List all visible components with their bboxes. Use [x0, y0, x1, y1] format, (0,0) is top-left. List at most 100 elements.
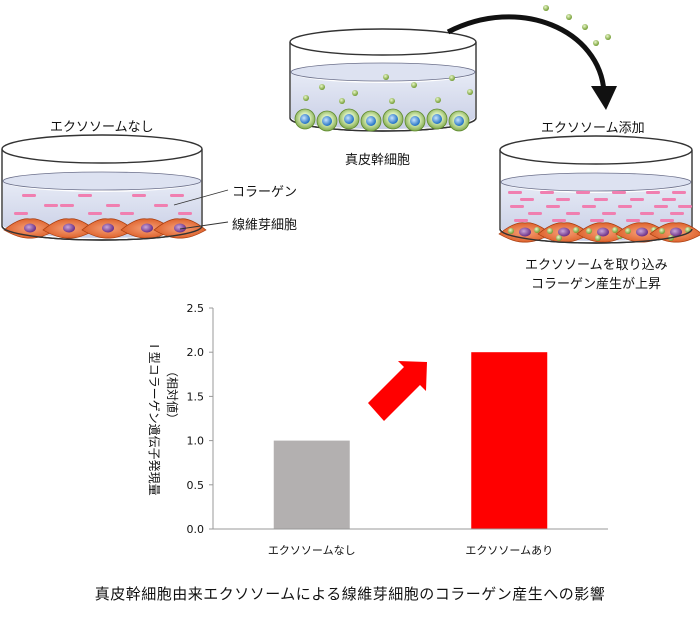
absorbed-exosome — [685, 227, 691, 233]
stem-cell-nucleus — [454, 116, 464, 126]
collagen-fiber — [678, 205, 692, 208]
exosome — [566, 14, 572, 20]
dish-right-label: エクソソーム添加 — [541, 121, 645, 136]
collagen-pointer — [173, 189, 229, 206]
collagen-fiber — [170, 194, 184, 197]
exosome — [582, 24, 588, 30]
collagen-fiber — [646, 191, 660, 194]
fibroblast-pointer — [179, 221, 229, 230]
y-tick-label: 2.5 — [187, 302, 205, 315]
exosomes-in-medium — [303, 74, 473, 104]
collagen-label: コラーゲン — [232, 185, 298, 200]
fibroblast-nucleus — [636, 227, 648, 237]
x-tick-label: エクソソームあり — [465, 544, 553, 557]
stem-cell-nucleus — [322, 116, 332, 126]
dish-top-label: 真皮幹細胞 — [345, 153, 411, 168]
dish-left-label: エクソソームなし — [50, 120, 154, 135]
exosome — [383, 74, 389, 80]
stem-cell-nucleus — [366, 116, 376, 126]
collagen-fiber — [520, 198, 534, 201]
fibroblast-nucleus — [174, 223, 186, 233]
fibroblast-nucleus — [102, 223, 114, 233]
collagen-fiber — [78, 194, 92, 197]
y-axis-title-line1: I 型コラーゲン遺伝子発現量 — [147, 344, 162, 495]
absorbed-exosome — [556, 235, 562, 241]
collagen-fiber — [44, 204, 58, 207]
fibroblast-nucleus — [24, 223, 36, 233]
collagen-fiber — [618, 205, 632, 208]
collagen-fiber — [540, 191, 554, 194]
absorbed-exosome — [625, 228, 631, 234]
flying-exosomes — [543, 5, 611, 46]
collagen-fiber — [552, 219, 566, 222]
exosome — [352, 90, 358, 96]
stem-cell-nucleus — [388, 114, 398, 124]
collagen-fiber — [132, 194, 146, 197]
collagen-fiber — [670, 212, 684, 215]
collagen-fiber — [88, 212, 102, 215]
figure-caption: 真皮幹細胞由来エクソソームによる線維芽細胞のコラーゲン産生への影響 — [94, 585, 606, 603]
collagen-fiber — [654, 205, 668, 208]
result-line-2: コラーゲン産生が上昇 — [531, 277, 662, 292]
collagen-fiber — [594, 198, 608, 201]
absorbed-exosome — [573, 227, 579, 233]
collagen-fiber — [590, 219, 604, 222]
collagen-fiber — [672, 191, 686, 194]
absorbed-exosome — [547, 228, 553, 234]
exosome — [319, 84, 325, 90]
exosome — [339, 98, 345, 104]
collagen-fiber — [630, 198, 644, 201]
dermal-stem-cells — [294, 108, 470, 132]
exosome — [389, 98, 395, 104]
stem-cell-nucleus — [410, 116, 420, 126]
collagen-fiber — [508, 191, 522, 194]
exosome — [449, 75, 455, 81]
collagen-fiber — [120, 212, 134, 215]
exosome — [605, 34, 611, 40]
absorbed-exosome — [612, 227, 618, 233]
y-tick-label: 1.5 — [187, 390, 205, 403]
stem-cell-nucleus — [432, 114, 442, 124]
exosome — [411, 82, 417, 88]
stem-cell-nucleus — [300, 114, 310, 124]
left-dish — [1, 134, 203, 241]
result-line-1: エクソソームを取り込み — [525, 258, 668, 273]
collagen-fiber — [640, 212, 654, 215]
collagen-fiber — [662, 198, 676, 201]
y-tick-label: 2.0 — [187, 346, 205, 359]
fibroblast-nucleus — [670, 227, 682, 237]
x-axis-labels: エクソソームなしエクソソームあり — [268, 544, 553, 557]
collagen-fiber — [576, 191, 590, 194]
left-collagen — [14, 194, 192, 215]
absorbed-exosome — [586, 228, 592, 234]
y-tick-label: 0.0 — [187, 523, 205, 536]
collagen-fiber — [546, 205, 560, 208]
collagen-fiber — [22, 194, 36, 197]
fibroblast-nucleus — [597, 227, 609, 237]
stem-cell-nucleus — [344, 114, 354, 124]
left-fibroblasts — [3, 218, 207, 239]
collagen-expression-chart: I 型コラーゲン遺伝子発現量 （相対値） 0.00.51.01.52.02.5 … — [147, 302, 608, 557]
collagen-fiber — [626, 219, 640, 222]
collagen-fiber — [514, 219, 528, 222]
culture-diagram — [1, 5, 700, 244]
collagen-fiber — [14, 212, 28, 215]
exosome — [435, 97, 441, 103]
exosome — [593, 40, 599, 46]
bar-series — [273, 352, 548, 529]
exosome — [543, 5, 549, 11]
y-tick-label: 1.0 — [187, 435, 205, 448]
stem-cell-dish — [289, 28, 477, 132]
y-axis-title-line2: （相対値） — [165, 365, 180, 425]
transfer-arrow — [446, 14, 617, 110]
y-axis-title: I 型コラーゲン遺伝子発現量 （相対値） — [147, 344, 180, 495]
collagen-fiber — [602, 212, 616, 215]
collagen-fiber — [612, 191, 626, 194]
absorbed-exosome — [508, 228, 514, 234]
fibroblast-nucleus — [519, 227, 531, 237]
right-fibroblasts — [498, 222, 700, 243]
bar — [273, 440, 350, 529]
collagen-fiber — [60, 204, 74, 207]
absorbed-exosome — [534, 227, 540, 233]
collagen-fiber — [178, 212, 192, 215]
